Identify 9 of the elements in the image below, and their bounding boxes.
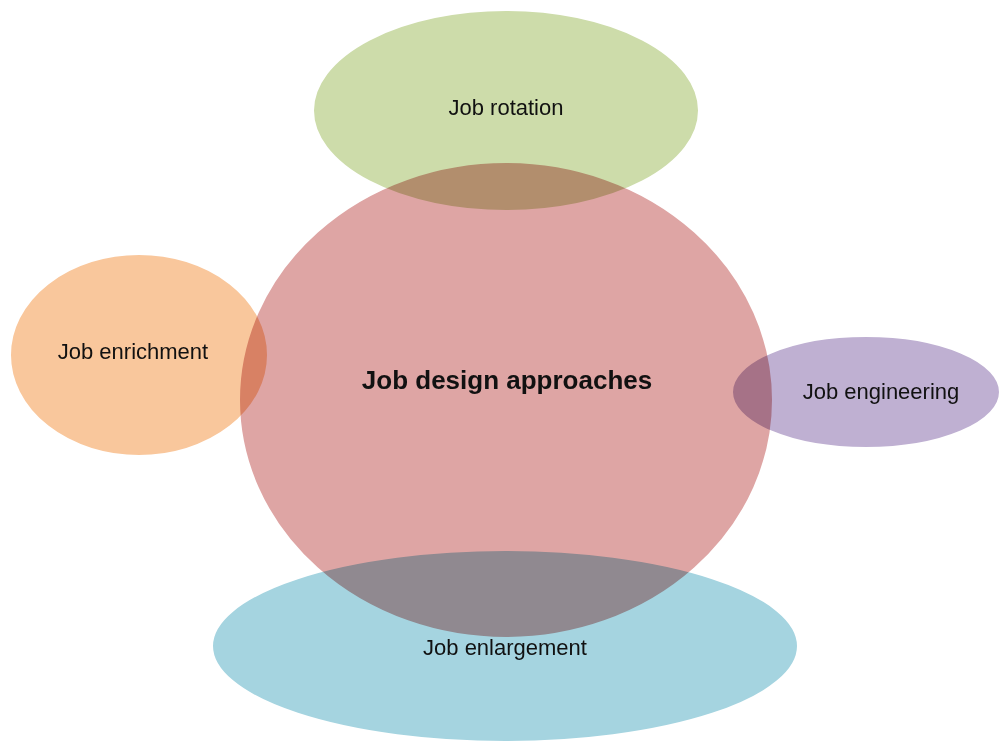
node-label: Job engineering (801, 377, 961, 406)
ellipse-node (8, 252, 270, 458)
ellipse-node (730, 334, 1002, 450)
node-label: Job enlargement (422, 633, 588, 662)
ellipse-node (210, 548, 800, 744)
node-label: Job design approaches (360, 363, 654, 397)
node-label: Job enrichment (56, 337, 210, 366)
node-label: Job rotation (447, 93, 565, 122)
ellipse-node (311, 8, 701, 213)
